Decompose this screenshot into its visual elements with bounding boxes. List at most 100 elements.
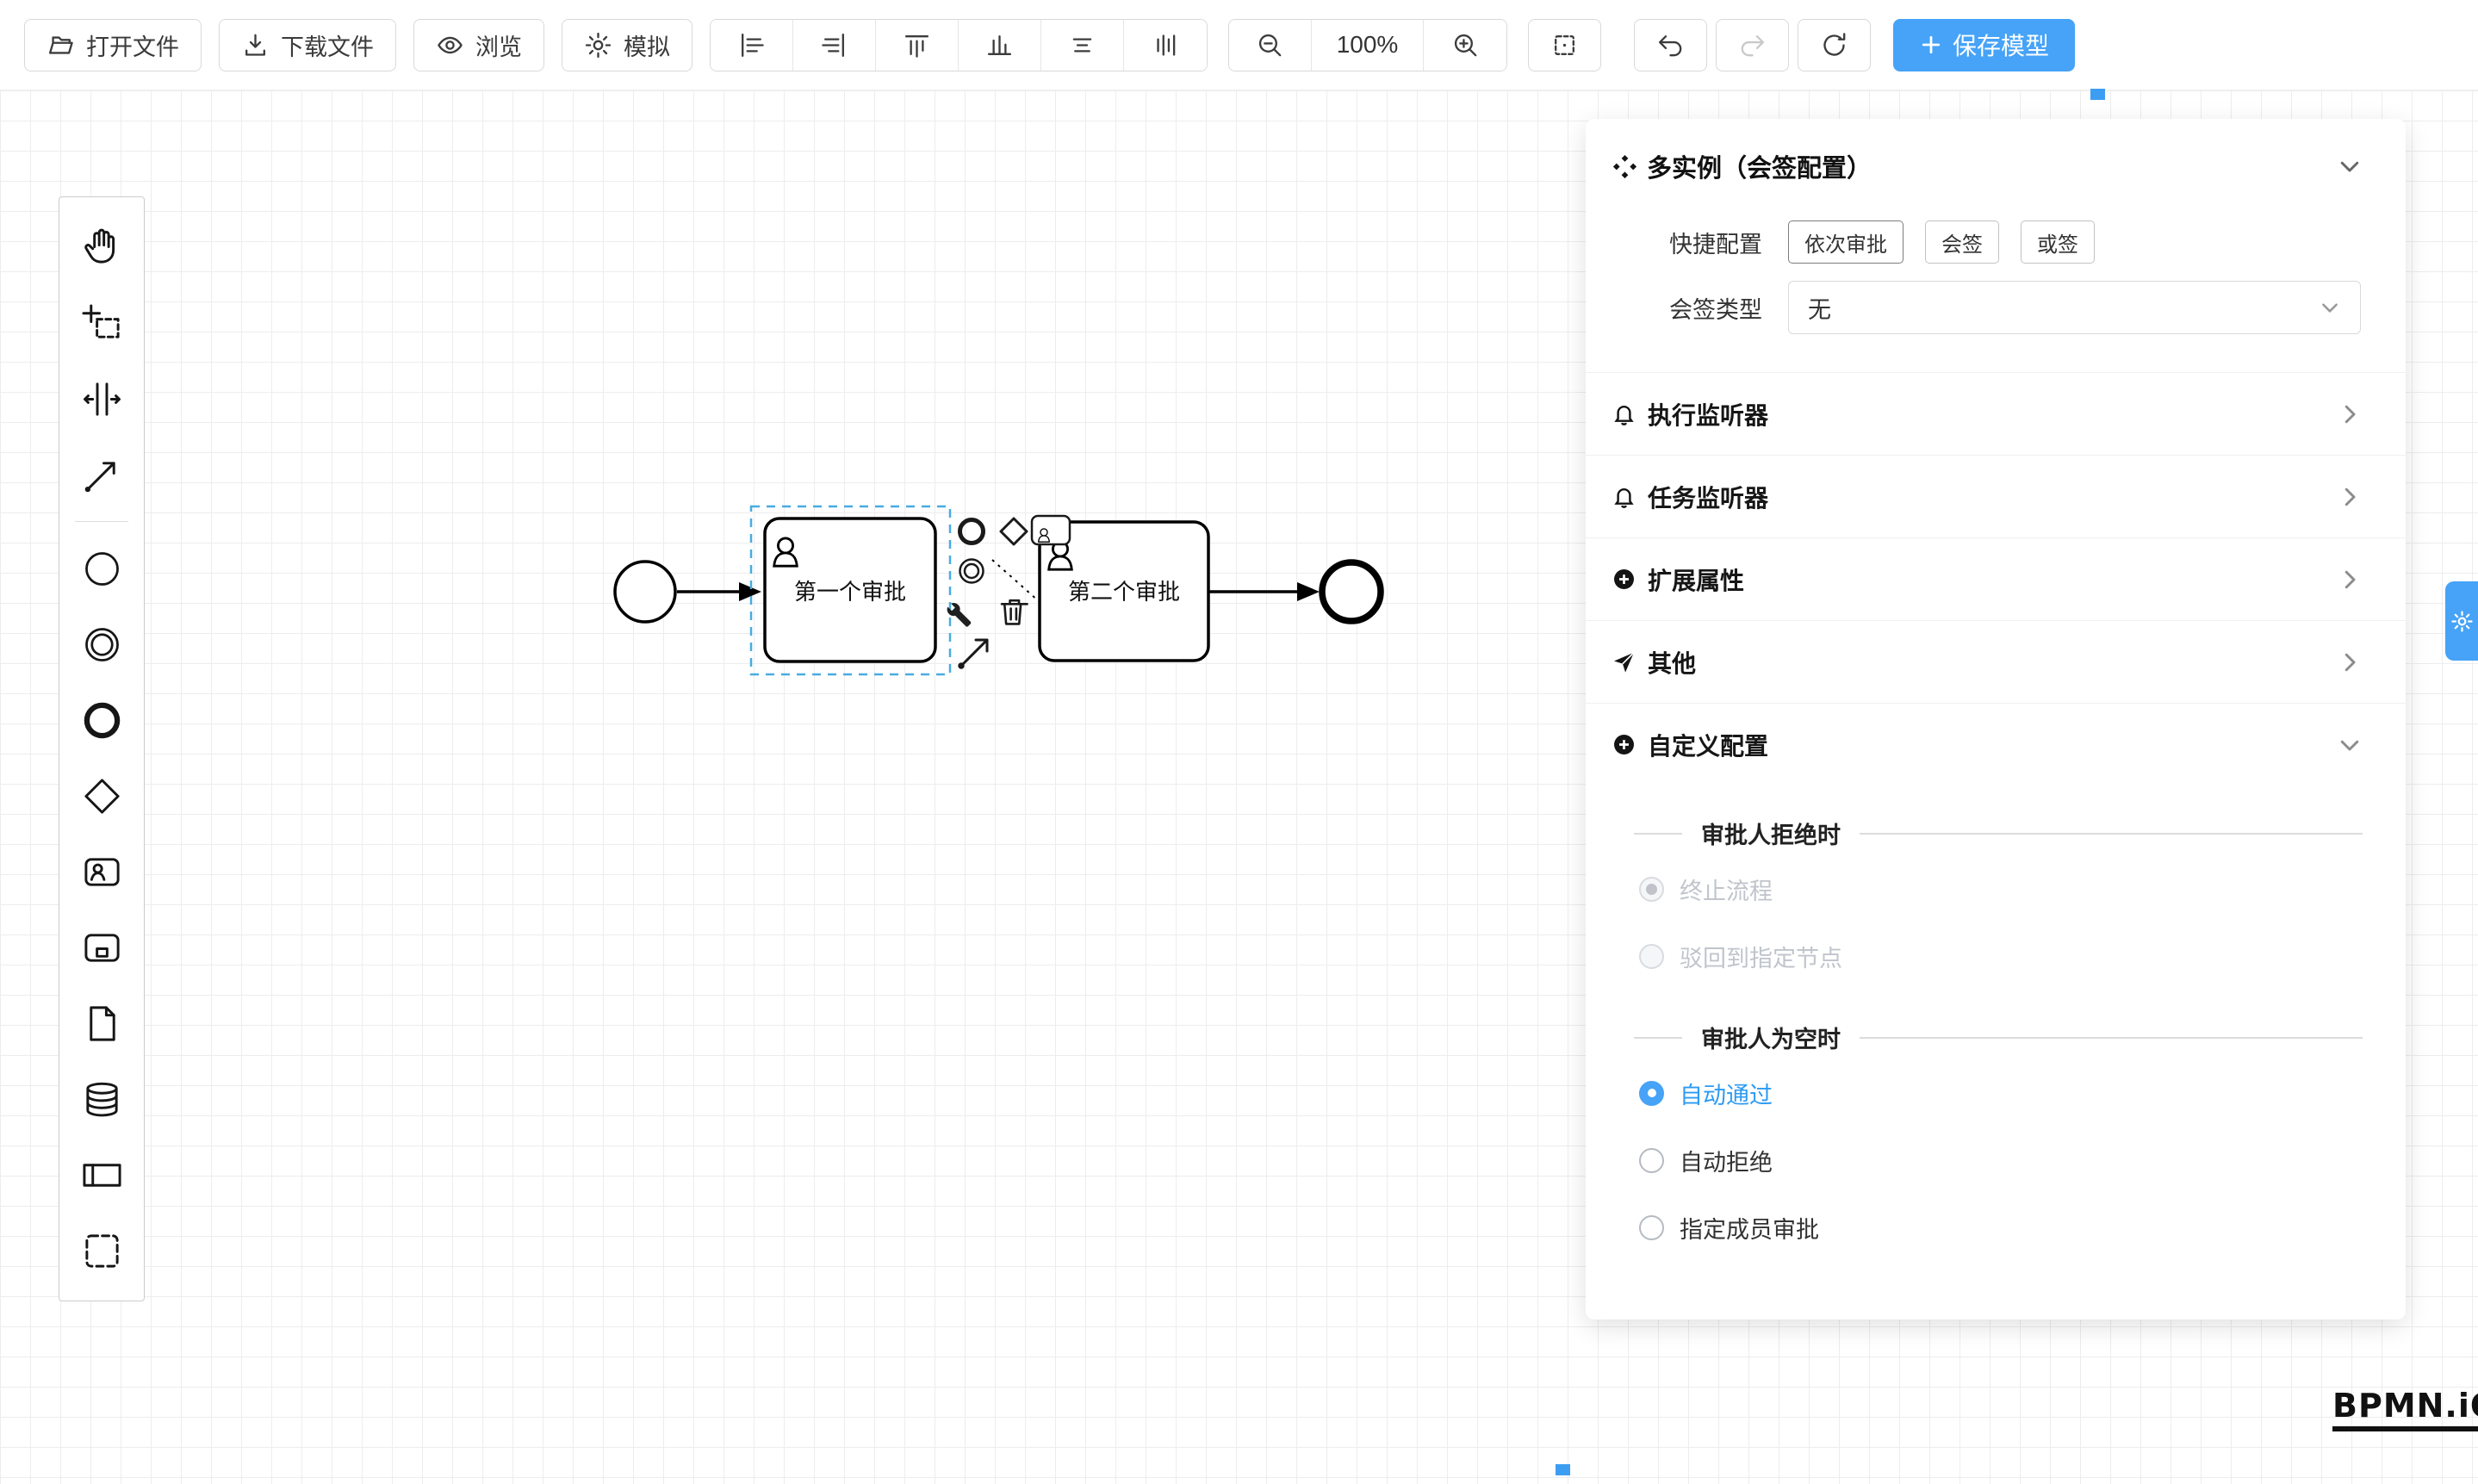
radio-terminate-process[interactable]: 终止流程	[1586, 855, 2406, 922]
radio-icon[interactable]	[1639, 943, 1664, 969]
create-user-task[interactable]	[59, 834, 144, 910]
create-end-event[interactable]	[59, 682, 144, 758]
align-left-icon	[742, 33, 764, 57]
quick-config-label: 快捷配置	[1669, 231, 1762, 258]
wrench-icon[interactable]	[947, 603, 972, 627]
section-custom-config[interactable]: 自定义配置	[1586, 703, 2406, 785]
radio-icon[interactable]	[1639, 1214, 1664, 1240]
task-1-label: 第一个审批	[794, 579, 906, 605]
refresh-icon	[1823, 32, 1846, 56]
preview-label: 浏览	[475, 34, 522, 60]
group-icon	[84, 1233, 119, 1268]
align-right-button[interactable]	[793, 19, 876, 71]
panel-sections: 执行监听器 任务监听器 扩展属性 其他 自定义配置	[1586, 372, 2406, 785]
radio-assign-member[interactable]: 指定成员审批	[1586, 1194, 2406, 1261]
chevron-down-icon[interactable]	[2337, 153, 2363, 179]
reject-group-title: 审批人拒绝时	[1701, 823, 1841, 848]
sign-type-row: 会签类型 无	[1586, 281, 2361, 334]
divider	[1860, 1036, 2363, 1039]
simulate-button[interactable]: 模拟	[562, 18, 692, 71]
radio-label: 终止流程	[1680, 878, 1773, 904]
align-top-button[interactable]	[876, 19, 959, 71]
radio-auto-reject[interactable]: 自动拒绝	[1586, 1127, 2406, 1194]
radio-icon[interactable]	[1639, 1147, 1664, 1173]
append-gateway-icon[interactable]	[999, 517, 1028, 546]
radio-reject-to-node[interactable]: 驳回到指定节点	[1586, 922, 2406, 990]
selection-outline	[749, 505, 952, 676]
section-label: 扩展属性	[1648, 567, 1745, 594]
toolbar: 打开文件 下载文件 浏览 模拟	[0, 0, 2478, 90]
create-group[interactable]	[59, 1213, 144, 1288]
align-center-vertical-button[interactable]	[1124, 19, 1207, 71]
redo-icon	[1741, 34, 1765, 56]
radio-auto-pass[interactable]: 自动通过	[1586, 1059, 2406, 1127]
end-event-shape[interactable]	[1319, 559, 1384, 624]
append-intermediate-event-icon[interactable]	[959, 558, 984, 584]
scroll-indicator	[2090, 89, 2105, 100]
refresh-button[interactable]	[1798, 18, 1871, 71]
quick-option-sequential[interactable]: 依次审批	[1788, 220, 1904, 264]
start-event-icon	[84, 551, 119, 586]
create-intermediate-event[interactable]	[59, 606, 144, 682]
bpmn-io-logo: BPMN.iO	[2332, 1387, 2478, 1431]
save-model-label: 保存模型	[1953, 33, 2050, 59]
lasso-tool[interactable]	[59, 285, 144, 361]
align-left-button[interactable]	[711, 19, 793, 71]
gear-icon	[2450, 610, 2473, 632]
space-tool[interactable]	[59, 361, 144, 437]
open-file-button[interactable]: 打开文件	[24, 18, 202, 71]
quick-option-orsign[interactable]: 或签	[2021, 220, 2095, 264]
create-subprocess[interactable]	[59, 910, 144, 985]
zoom-out-button[interactable]	[1229, 19, 1312, 71]
save-model-button[interactable]: 保存模型	[1893, 18, 2076, 71]
section-label: 任务监听器	[1648, 484, 1769, 512]
append-end-event-icon[interactable]	[958, 518, 985, 545]
sequence-flow-2[interactable]	[1208, 582, 1320, 601]
align-bottom-button[interactable]	[959, 19, 1041, 71]
section-task-listener[interactable]: 任务监听器	[1586, 455, 2406, 537]
align-center-vertical-icon	[1156, 34, 1175, 56]
fit-viewport-button[interactable]	[1528, 18, 1601, 71]
undo-button[interactable]	[1634, 18, 1707, 71]
sequence-flow-1[interactable]	[677, 582, 761, 601]
zoom-out-icon	[1258, 34, 1282, 56]
start-event-shape[interactable]	[613, 560, 677, 624]
append-user-task-icon[interactable]	[1030, 514, 1071, 546]
hand-icon	[84, 228, 115, 264]
radio-label: 驳回到指定节点	[1680, 945, 1842, 972]
align-center-horizontal-button[interactable]	[1041, 19, 1124, 71]
section-execution-listener[interactable]: 执行监听器	[1586, 372, 2406, 455]
zoom-level: 100%	[1312, 19, 1424, 71]
connect-tool-icon[interactable]	[958, 638, 989, 669]
panel-title: 多实例（会签配置）	[1647, 155, 1872, 183]
global-connect-tool[interactable]	[59, 437, 144, 512]
user-task-2[interactable]: 第二个审批	[1038, 520, 1210, 662]
create-gateway[interactable]	[59, 758, 144, 834]
panel-header[interactable]: 多实例（会签配置）	[1586, 119, 2406, 203]
download-file-button[interactable]: 下载文件	[219, 18, 396, 71]
chevron-right-icon	[2344, 653, 2356, 671]
fit-viewport-icon	[1555, 34, 1574, 55]
create-document[interactable]	[59, 985, 144, 1061]
create-participant-pool[interactable]	[59, 1137, 144, 1213]
radio-icon[interactable]	[1639, 876, 1664, 902]
hand-tool[interactable]	[59, 209, 144, 285]
trash-icon[interactable]	[1000, 599, 1028, 625]
folder-open-icon	[48, 35, 73, 54]
radio-icon[interactable]	[1639, 1080, 1664, 1106]
section-other[interactable]: 其他	[1586, 620, 2406, 703]
quick-option-countersign[interactable]: 会签	[1925, 220, 1999, 264]
simulate-label: 模拟	[624, 34, 670, 60]
create-start-event[interactable]	[59, 531, 144, 606]
user-task-1[interactable]: 第一个审批	[763, 517, 937, 663]
plus-circle-icon	[1614, 735, 1634, 754]
section-extended-properties[interactable]: 扩展属性	[1586, 537, 2406, 620]
sign-type-select[interactable]: 无	[1788, 281, 2361, 334]
zoom-in-button[interactable]	[1424, 19, 1506, 71]
align-right-icon	[822, 33, 844, 57]
settings-tab[interactable]	[2445, 581, 2478, 661]
redo-button[interactable]	[1716, 18, 1789, 71]
palette	[59, 196, 145, 1301]
preview-button[interactable]: 浏览	[413, 18, 544, 71]
create-datastore[interactable]	[59, 1061, 144, 1137]
